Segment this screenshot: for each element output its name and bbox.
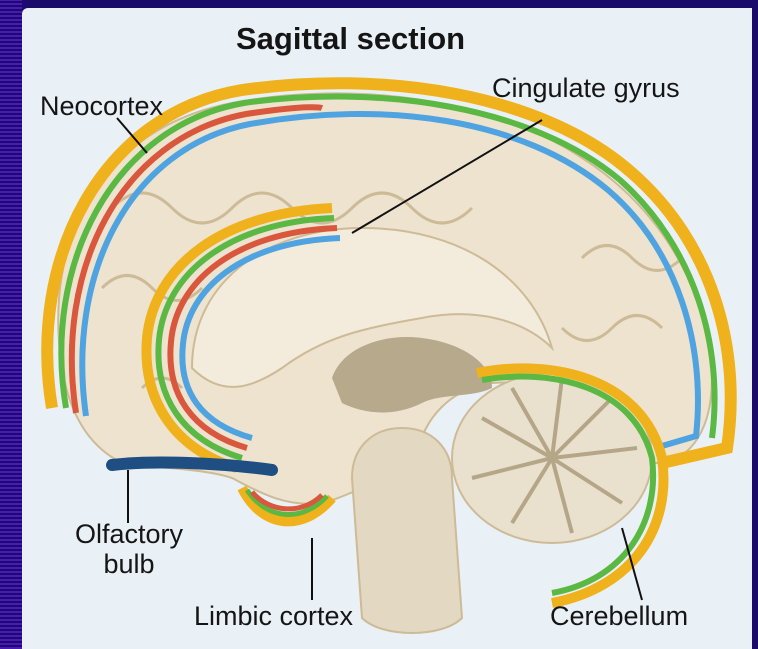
label-cingulate-gyrus: Cingulate gyrus: [492, 74, 680, 104]
label-olfactory-bulb: Olfactory bulb: [44, 520, 214, 579]
label-olfactory-line1: Olfactory: [44, 520, 214, 550]
diagram-panel: Sagittal section Neocortex Cingulate gyr…: [22, 8, 752, 649]
olfactory-bulb-shape: [112, 463, 272, 470]
label-cerebellum: Cerebellum: [550, 602, 688, 632]
diagram-title: Sagittal section: [236, 22, 465, 56]
label-olfactory-line2: bulb: [44, 550, 214, 580]
frame-stripes: [0, 0, 22, 649]
label-neocortex: Neocortex: [40, 92, 163, 122]
label-limbic-cortex: Limbic cortex: [194, 602, 353, 632]
brainstem-shape: [352, 428, 462, 633]
